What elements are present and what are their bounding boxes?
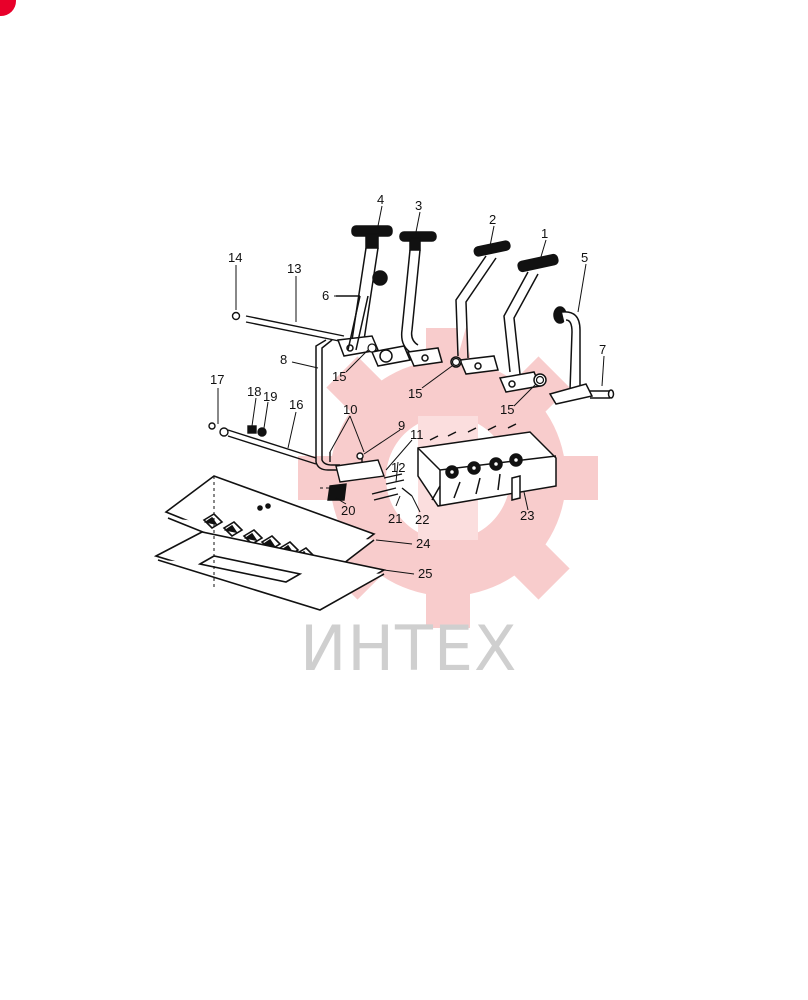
callout-7: 7 <box>599 342 606 357</box>
control-valve-23 <box>417 423 557 507</box>
washer-15 <box>367 343 545 385</box>
callout-13: 13 <box>287 261 301 276</box>
callout-16: 16 <box>289 397 303 412</box>
callout-5: 5 <box>581 250 588 265</box>
callout-21: 21 <box>388 511 402 526</box>
callout-4: 4 <box>377 192 384 207</box>
callout-15c: 15 <box>500 402 514 417</box>
callout-20: 20 <box>341 503 355 518</box>
callout-24: 24 <box>416 536 430 551</box>
lever-1 <box>498 253 559 393</box>
callout-12: 12 <box>391 460 405 475</box>
callout-6: 6 <box>322 288 329 303</box>
rod-16 <box>208 422 317 465</box>
rod-13 <box>231 311 345 343</box>
lever-3 <box>370 231 443 367</box>
callout-8: 8 <box>280 352 287 367</box>
bracket-assembly <box>327 452 413 501</box>
callout-15b: 15 <box>408 386 422 401</box>
lever-4 <box>336 225 393 357</box>
callout-3: 3 <box>415 198 422 213</box>
callout-22: 22 <box>415 512 429 527</box>
callout-14: 14 <box>228 250 242 265</box>
callout-10: 10 <box>343 402 357 417</box>
callout-23: 23 <box>520 508 534 523</box>
callout-1: 1 <box>541 226 548 241</box>
lever-5 <box>548 306 615 405</box>
callout-18: 18 <box>247 384 261 399</box>
callout-labels: 1 2 3 4 5 6 7 8 9 10 11 12 13 14 15 15 1… <box>210 192 606 581</box>
callout-25: 25 <box>418 566 432 581</box>
lever-2 <box>450 240 511 375</box>
callout-19: 19 <box>263 389 277 404</box>
callout-15a: 15 <box>332 369 346 384</box>
rod-8 <box>315 339 340 471</box>
callout-17: 17 <box>210 372 224 387</box>
watermark-text: ИНТЕХ <box>300 612 518 685</box>
callout-11: 11 <box>410 427 424 442</box>
leader-lines <box>217 205 605 575</box>
callout-9: 9 <box>398 418 405 433</box>
callout-2: 2 <box>489 212 496 227</box>
guide-lines <box>213 476 330 588</box>
